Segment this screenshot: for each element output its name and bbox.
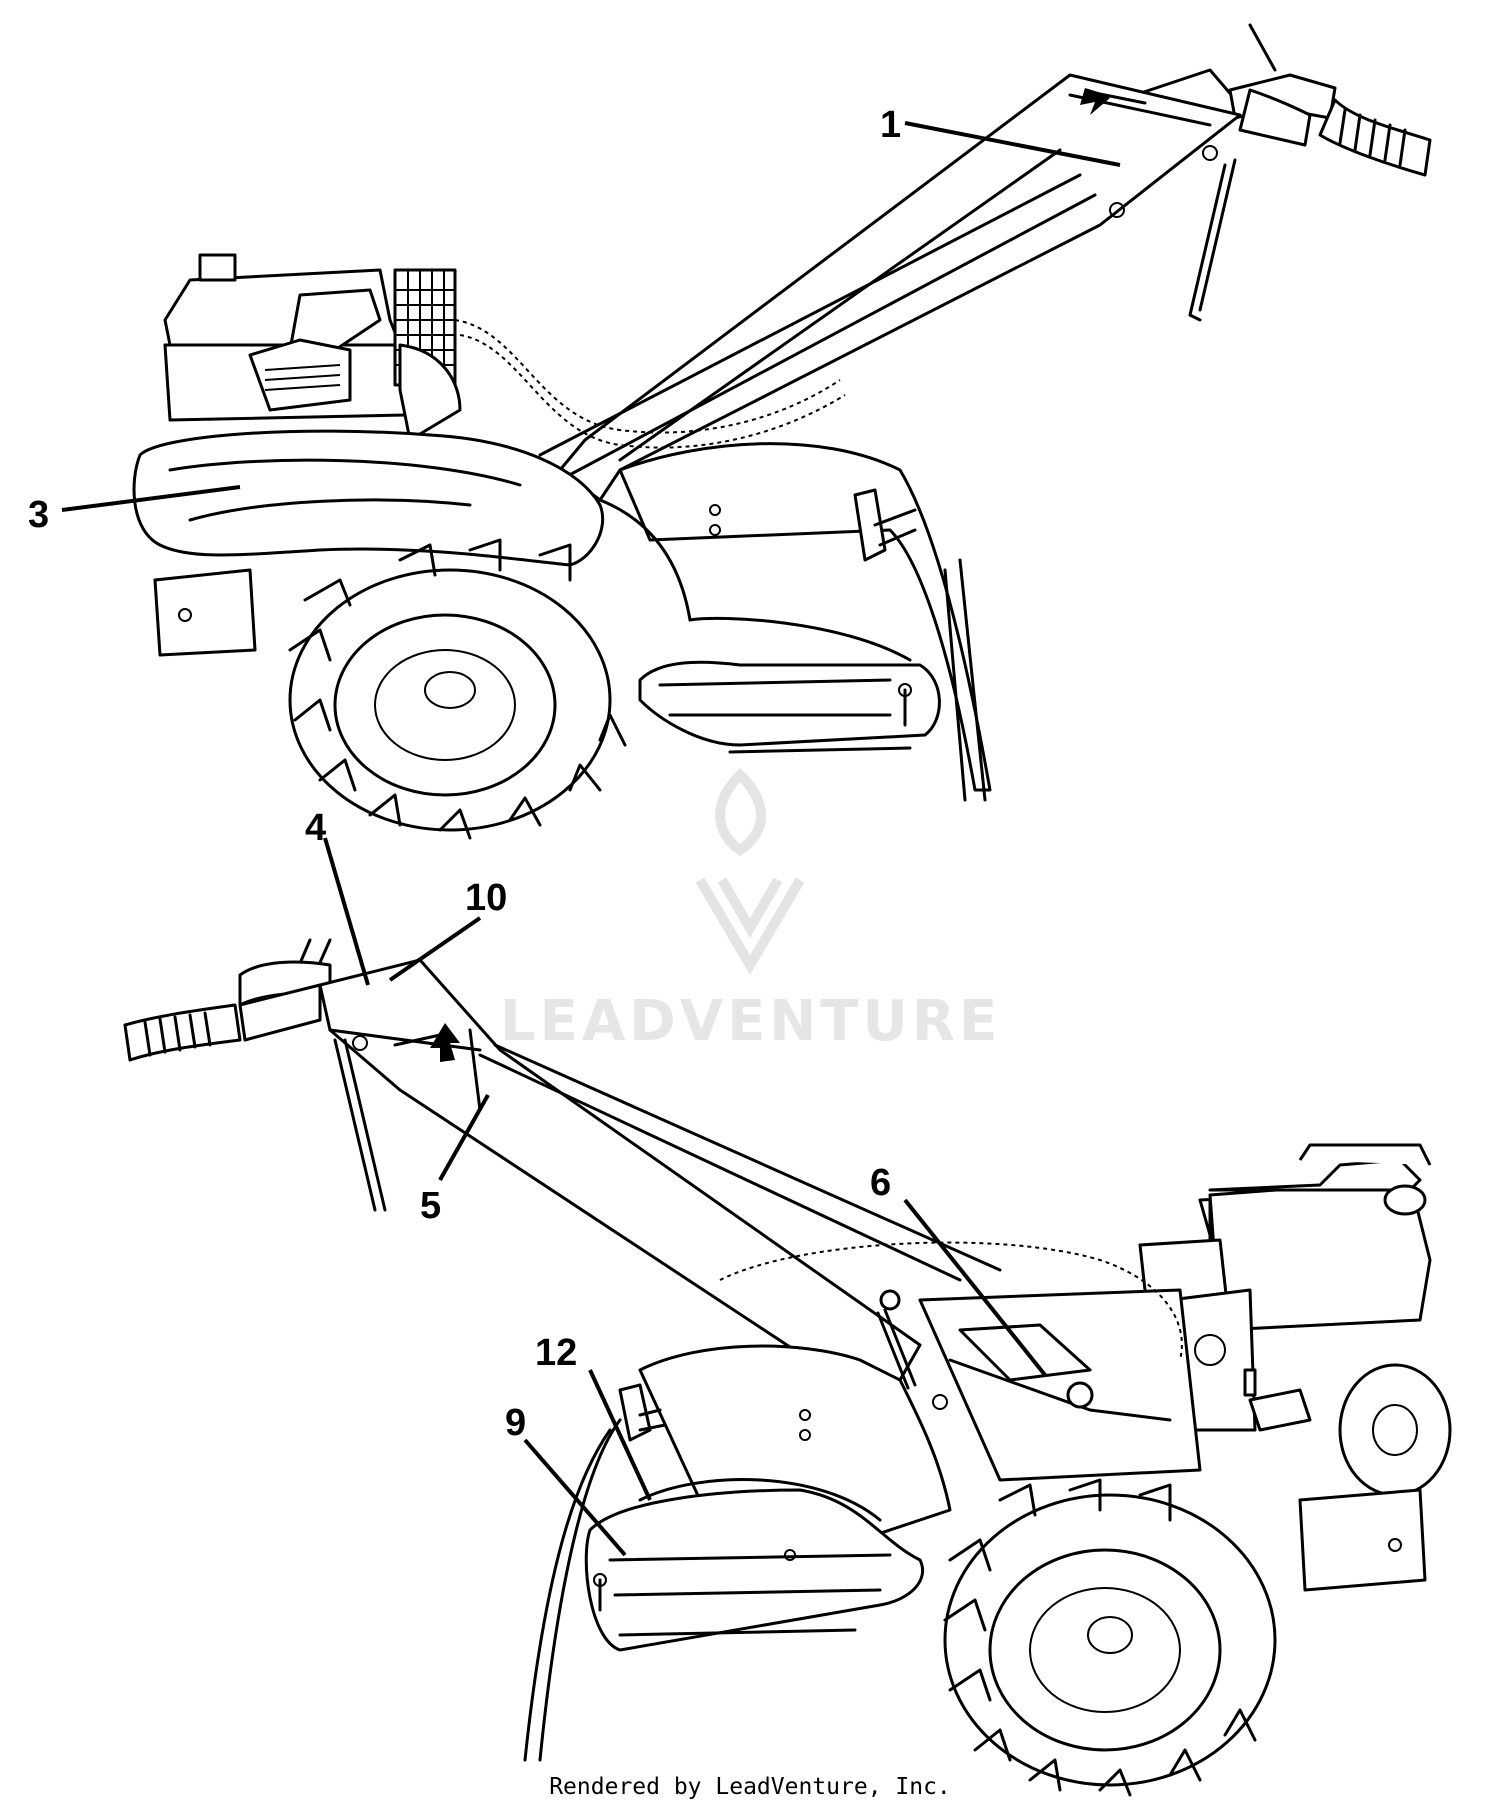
leader-12 — [588, 1369, 652, 1501]
leader-5 — [438, 1094, 490, 1181]
leader-lines — [61, 121, 1121, 1557]
callout-1: 1 — [880, 104, 901, 146]
callout-labels: 1 3 4 10 5 6 12 9 — [28, 104, 901, 1444]
callout-3: 3 — [28, 494, 49, 536]
leader-10 — [388, 916, 482, 982]
callout-5: 5 — [420, 1185, 441, 1227]
leader-3 — [61, 485, 241, 512]
callout-10: 10 — [465, 877, 507, 919]
watermark-text: LEADVENTURE — [500, 989, 1001, 1054]
tiller-top-view — [132, 23, 1432, 840]
footer-credit: Rendered by LeadVenture, Inc. — [549, 1774, 951, 1800]
leader-6 — [903, 1198, 1047, 1377]
leader-1 — [904, 121, 1121, 167]
leader-4 — [323, 837, 370, 986]
watermark: LEADVENTURE — [500, 767, 1001, 1054]
callout-4: 4 — [305, 807, 326, 849]
callout-9: 9 — [505, 1402, 526, 1444]
tiller-bottom-view — [123, 938, 1452, 1797]
callout-12: 12 — [535, 1332, 577, 1374]
callout-6: 6 — [870, 1162, 891, 1204]
leader-9 — [523, 1438, 627, 1557]
flame-v-logo-icon — [695, 767, 805, 975]
